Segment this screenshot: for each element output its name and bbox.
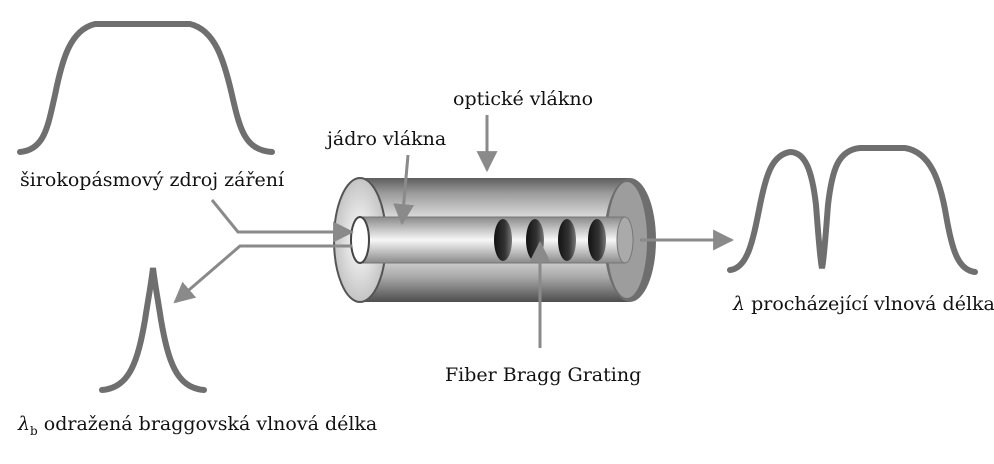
reflected-arrow: [173, 244, 352, 304]
lambda-symbol: λ: [18, 413, 31, 435]
fiber-core: [350, 216, 634, 264]
core-label: jádro vlákna: [327, 128, 447, 150]
reflected-peak-curve: [99, 267, 207, 393]
lambda-subscript: b: [30, 423, 38, 438]
source-label: širokopásmový zdroj záření: [20, 169, 285, 191]
arrows: [173, 115, 735, 348]
fiber-label: optické vlákno: [453, 88, 594, 110]
transmitted-text: procházející vlnová délka: [751, 293, 994, 315]
transmitted-label: λ procházející vlnová délka: [733, 295, 994, 314]
transmitted-spectrum-curve: [727, 145, 978, 275]
grating-label: Fiber Bragg Grating: [445, 364, 642, 386]
input-arrow: [210, 199, 355, 243]
lambda-symbol: λ: [733, 293, 746, 315]
reflected-label: λb odražená braggovská vlnová délka: [18, 415, 377, 437]
reflected-text: odražená braggovská vlnová délka: [43, 413, 378, 435]
core-pointer-arrow: [393, 154, 415, 226]
broadband-spectrum-curve: [17, 21, 275, 155]
